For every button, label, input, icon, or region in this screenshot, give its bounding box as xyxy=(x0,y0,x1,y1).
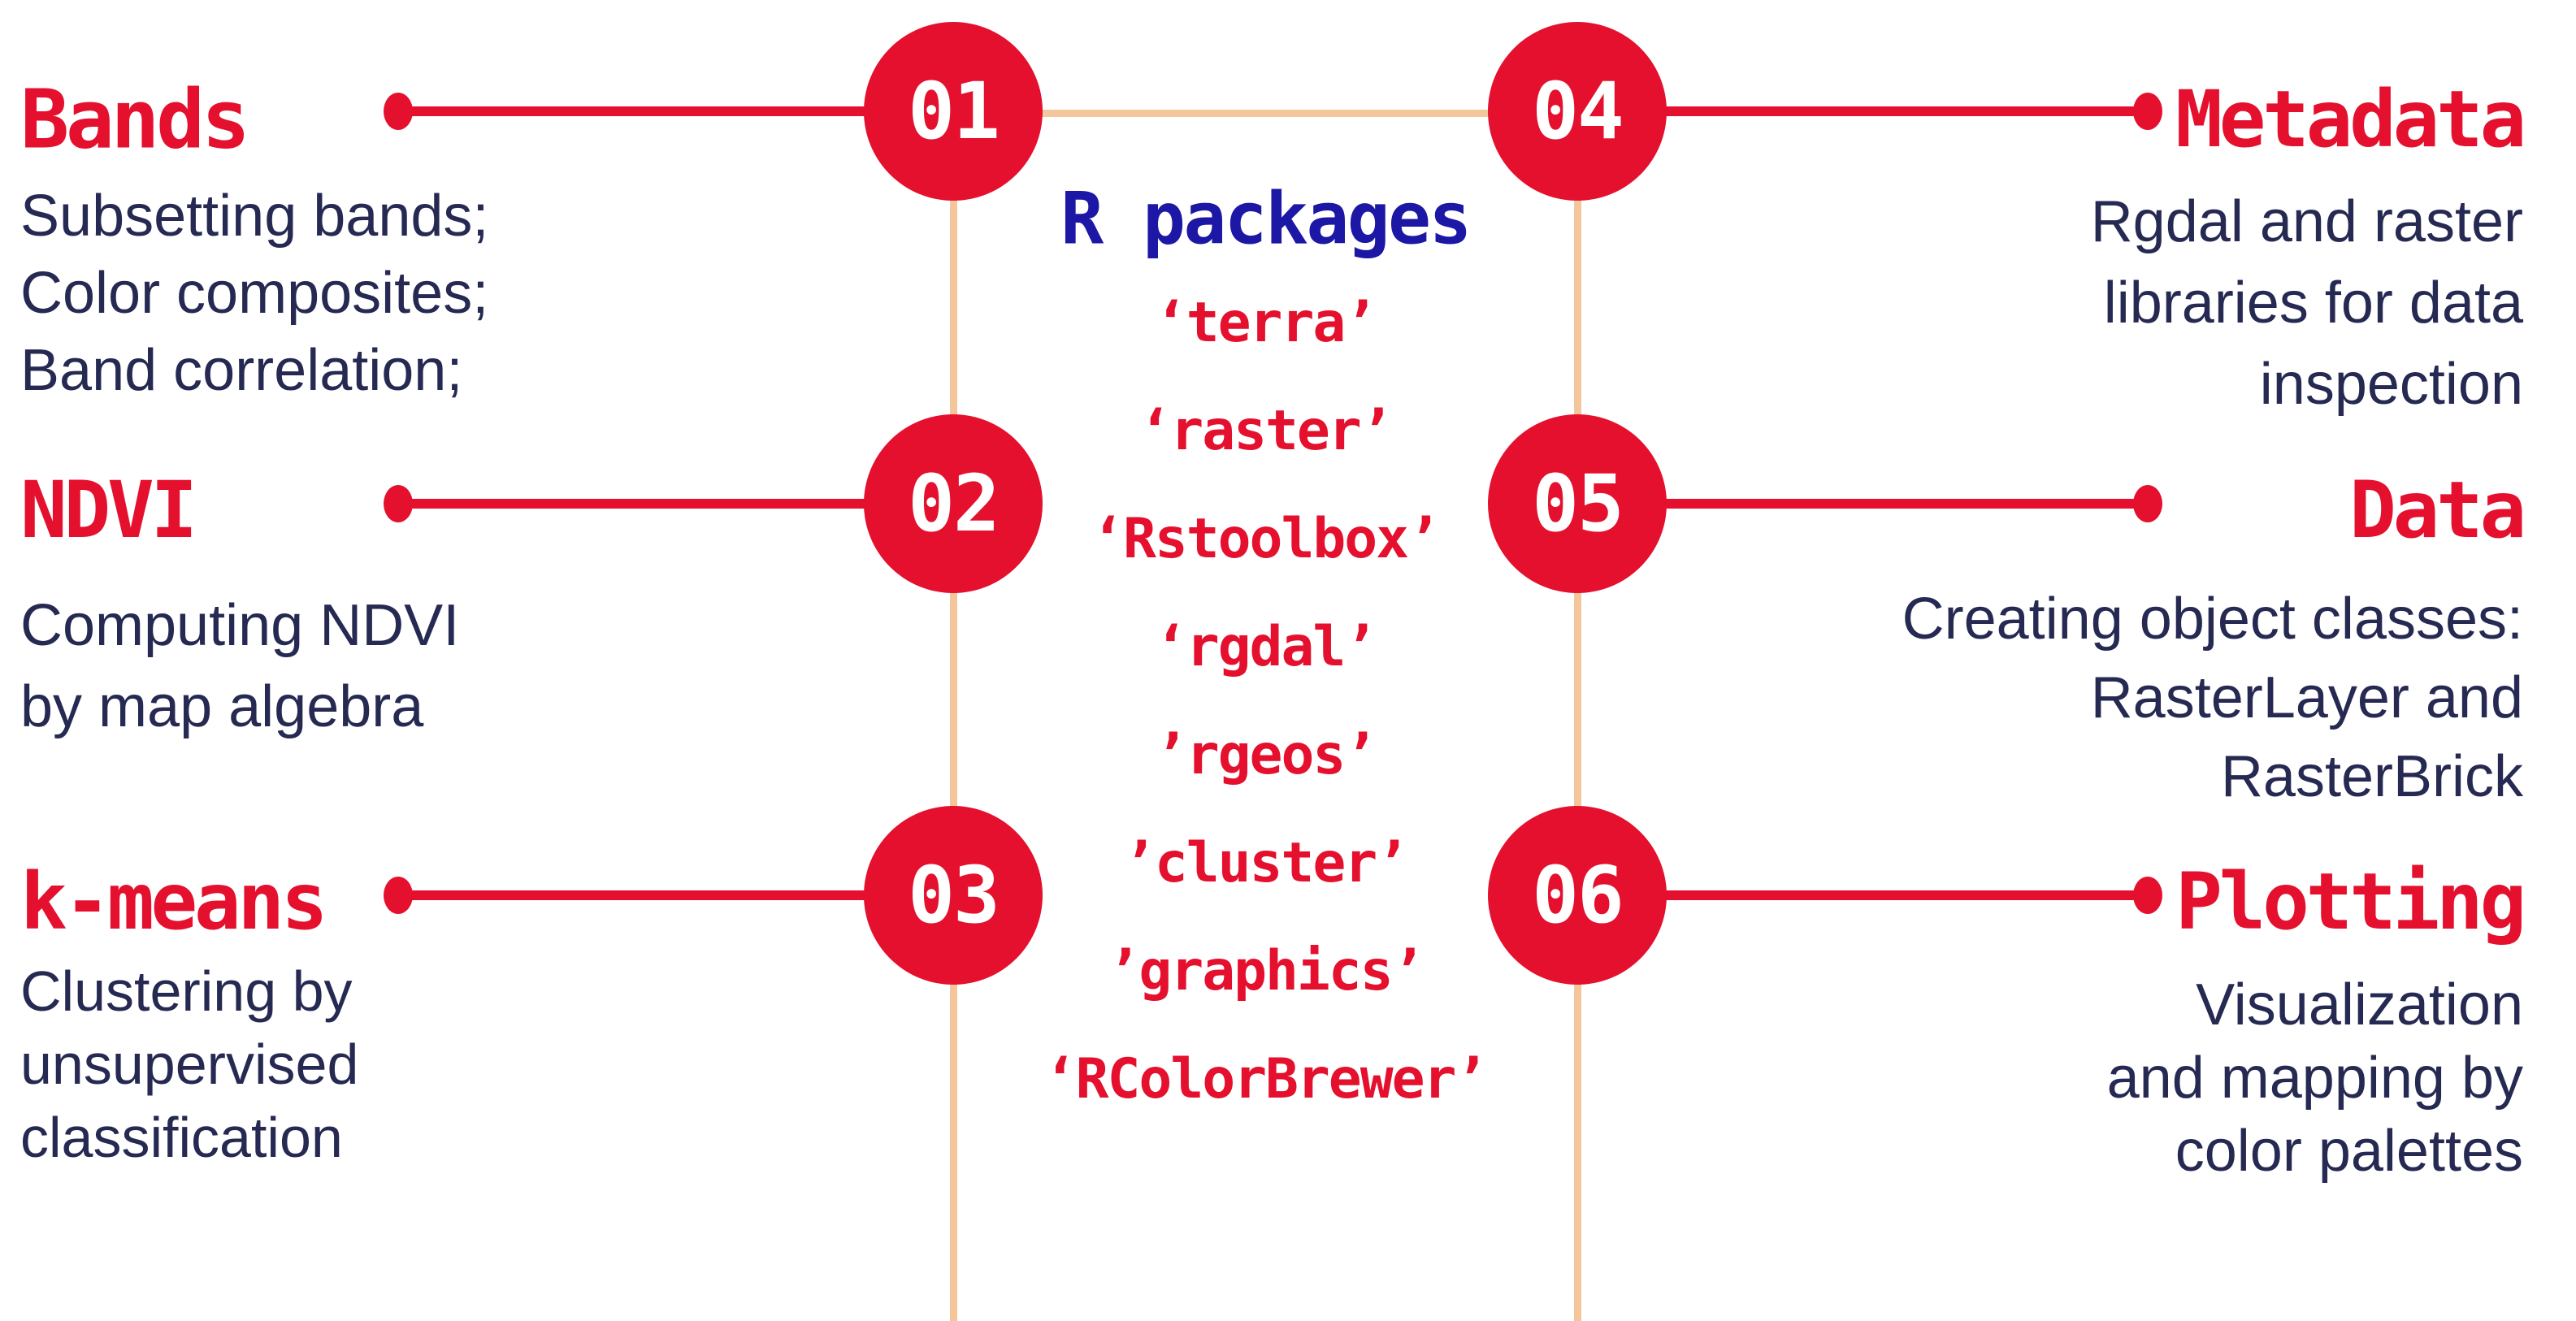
topic-description-line: Visualization xyxy=(2196,972,2523,1037)
package-name: ’cluster’ xyxy=(1122,831,1409,895)
step-number: 02 xyxy=(908,458,1000,549)
step-circle-02: 02 xyxy=(864,414,1043,593)
connector-line-data xyxy=(1577,499,2148,509)
topic-label-ndvi: NDVI xyxy=(20,465,197,556)
connector-dot-plotting xyxy=(2133,877,2162,914)
package-name: ‘rgdal’ xyxy=(1154,615,1377,679)
topic-description-line: Band correlation; xyxy=(20,338,463,403)
package-name: ‘RColorBrewer’ xyxy=(1043,1047,1489,1111)
step-circle-03: 03 xyxy=(864,806,1043,985)
connector-dot-ndvi xyxy=(384,485,413,522)
topic-description-line: color palettes xyxy=(2175,1119,2523,1184)
package-name: ‘raster’ xyxy=(1138,399,1393,463)
topic-description-line: Clustering by xyxy=(20,959,353,1023)
connector-dot-kmeans xyxy=(384,877,413,914)
topic-description-line: Creating object classes: xyxy=(1902,587,2523,652)
grid-line-vertical-right xyxy=(1574,113,1581,1321)
connector-line-metadata xyxy=(1577,106,2148,116)
step-number: 01 xyxy=(908,66,1000,157)
grid-line-vertical-left xyxy=(950,113,957,1321)
topic-description-line: Computing NDVI xyxy=(20,593,460,658)
topic-description-ndvi: Computing NDVI by map algebra xyxy=(20,585,459,747)
step-circle-01: 01 xyxy=(864,22,1043,201)
topic-description-line: by map algebra xyxy=(20,674,424,739)
topic-description-metadata: Rgdal and raster libraries for data insp… xyxy=(2091,181,2523,425)
topic-label-bands: Bands xyxy=(20,71,250,167)
topic-description-line: RasterBrick xyxy=(2220,744,2523,809)
connector-line-bands xyxy=(398,106,953,116)
topic-description-line: Color composites; xyxy=(20,261,489,326)
connector-dot-metadata xyxy=(2133,93,2162,130)
topic-description-line: classification xyxy=(20,1106,343,1169)
topic-label-metadata: Metadata xyxy=(2175,74,2526,165)
step-number: 04 xyxy=(1532,66,1624,157)
diagram-title: R packages xyxy=(1060,176,1472,261)
step-number: 03 xyxy=(908,850,1000,941)
grid-line-horizontal-top xyxy=(953,110,1577,117)
step-number: 06 xyxy=(1532,850,1624,941)
package-name: ‘terra’ xyxy=(1154,291,1377,355)
topic-description-line: inspection xyxy=(2259,352,2523,417)
topic-description-line: Rgdal and raster xyxy=(2090,189,2523,254)
topic-description-bands: Subsetting bands; Color composites; Band… xyxy=(20,178,488,409)
connector-line-plotting xyxy=(1577,890,2148,900)
topic-description-line: Subsetting bands; xyxy=(20,184,489,249)
step-circle-06: 06 xyxy=(1488,806,1667,985)
connector-line-kmeans xyxy=(398,890,953,900)
package-list: ‘terra’ ‘raster’ ‘Rstoolbox’ ‘rgdal’ ’rg… xyxy=(1043,269,1489,1133)
topic-description-line: libraries for data xyxy=(2103,271,2523,336)
topic-description-kmeans: Clustering by unsupervised classificatio… xyxy=(20,955,358,1174)
topic-label-plotting: Plotting xyxy=(2175,856,2526,947)
connector-dot-bands xyxy=(384,93,413,130)
step-circle-05: 05 xyxy=(1488,414,1667,593)
connector-line-ndvi xyxy=(398,499,953,509)
topic-description-plotting: Visualization and mapping by color palet… xyxy=(2107,968,2523,1188)
topic-description-line: unsupervised xyxy=(20,1033,359,1096)
connector-dot-data xyxy=(2133,485,2162,522)
package-name: ’graphics’ xyxy=(1107,939,1425,1003)
topic-description-data: Creating object classes: RasterLayer and… xyxy=(1902,580,2523,816)
topic-description-line: and mapping by xyxy=(2106,1046,2523,1111)
topic-label-kmeans: k-means xyxy=(20,856,328,947)
package-name: ’rgeos’ xyxy=(1154,723,1377,787)
step-circle-04: 04 xyxy=(1488,22,1667,201)
step-number: 05 xyxy=(1532,458,1624,549)
topic-label-data: Data xyxy=(2349,465,2526,556)
package-name: ‘Rstoolbox’ xyxy=(1091,507,1441,571)
topic-description-line: RasterLayer and xyxy=(2090,665,2523,730)
